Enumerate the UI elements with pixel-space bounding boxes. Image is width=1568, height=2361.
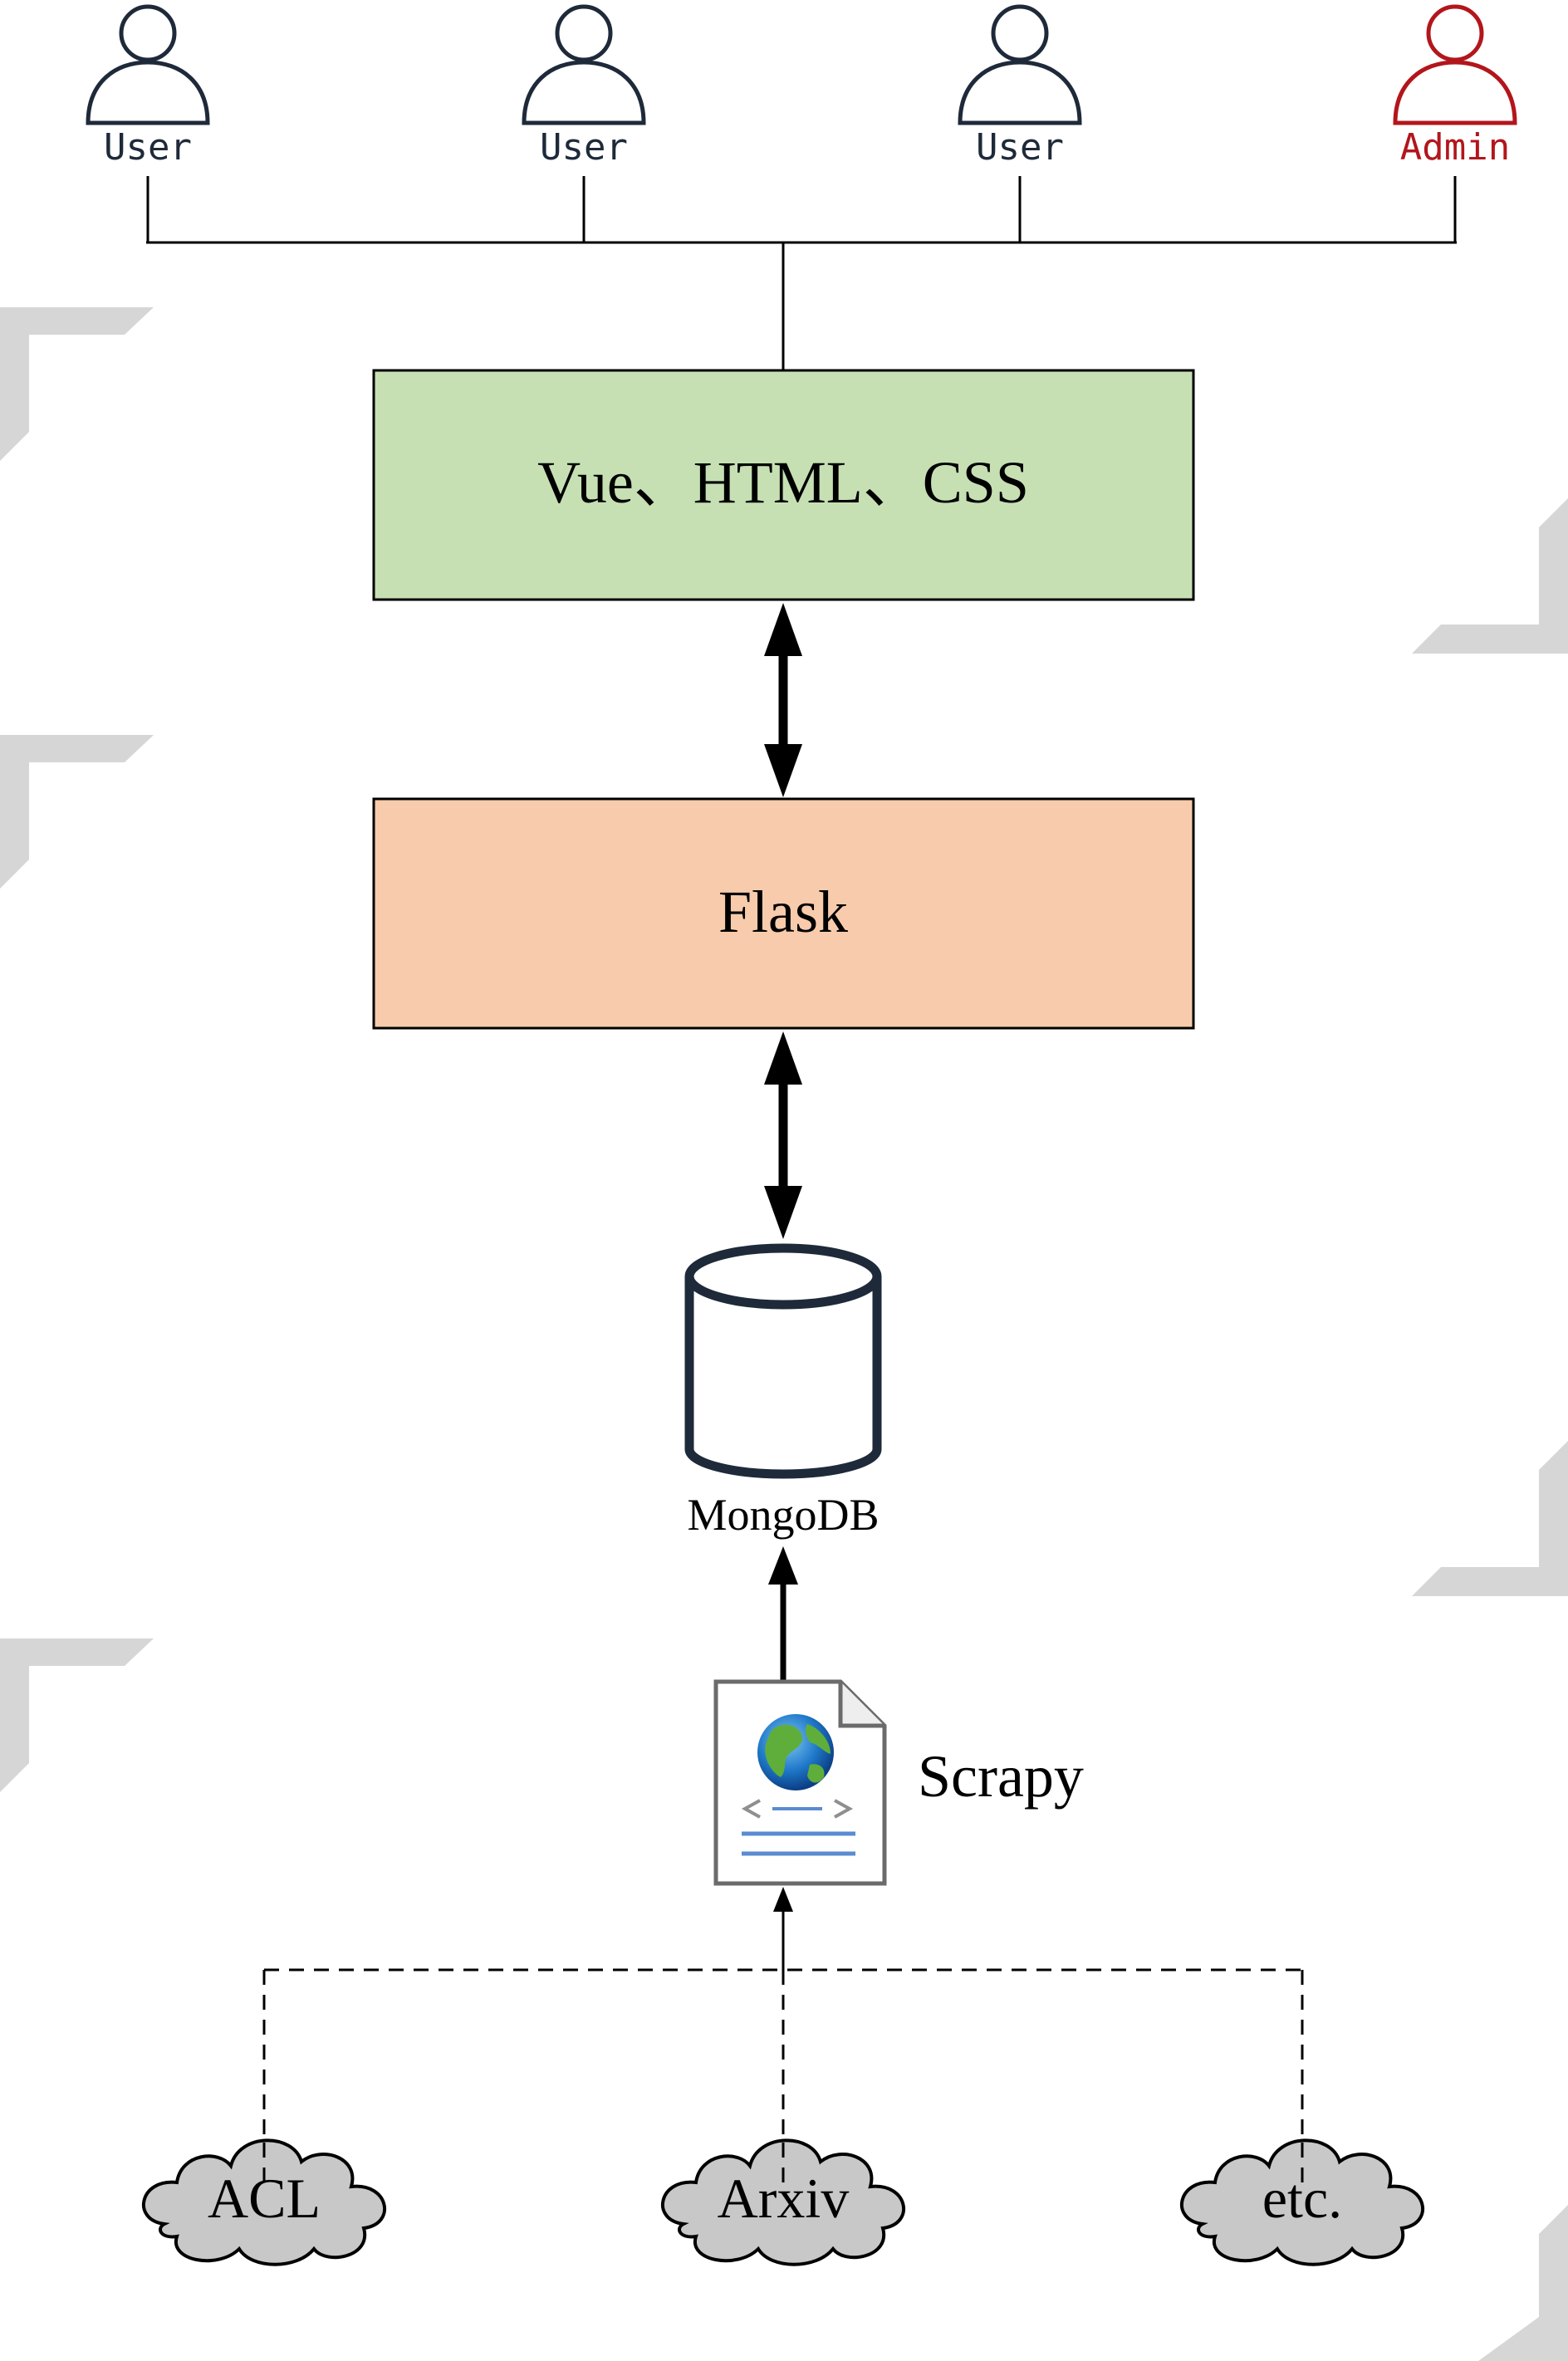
actor-label: User: [540, 126, 628, 169]
actor-label: Admin: [1400, 126, 1510, 169]
corner-mark-top-left-2: [0, 735, 154, 889]
crawler-label: Scrapy: [918, 1743, 1084, 1810]
actor-user-2: User: [522, 4, 646, 169]
source-connectors: [262, 1968, 1304, 2159]
globe-icon: [757, 1714, 834, 1790]
frontend-box: Vue、HTML、CSS: [372, 369, 1195, 601]
actor-label: User: [976, 126, 1064, 169]
actor-label: User: [104, 126, 192, 169]
user-icon: [522, 4, 646, 125]
database-label: MongoDB: [687, 1490, 879, 1540]
actor-connectors: [146, 176, 1457, 370]
frontend-label: Vue、HTML、CSS: [537, 449, 1029, 516]
corner-mark-right-1: [1412, 498, 1568, 654]
corner-mark-bottom-left: [0, 1638, 154, 1792]
cloud-icon: [660, 2138, 906, 2266]
corner-mark-right-3: [1478, 2205, 1568, 2361]
cloud-icon: [141, 2138, 387, 2266]
code-icon: [741, 1799, 854, 1819]
user-icon: [86, 4, 210, 125]
admin-icon: [1393, 4, 1517, 125]
backend-label: Flask: [718, 879, 848, 945]
actor-user-3: User: [958, 4, 1082, 169]
user-icon: [958, 4, 1082, 125]
database-icon: [684, 1243, 882, 1479]
backend-box: Flask: [372, 797, 1195, 1030]
crawler-document-icon: [713, 1679, 887, 1886]
corner-mark-right-2: [1412, 1441, 1568, 1596]
actor-user-1: User: [86, 4, 210, 169]
source-etc: etc.: [1179, 2138, 1425, 2266]
arrow-sources-crawler: [773, 1887, 793, 1970]
source-acl: ACL: [141, 2138, 387, 2266]
corner-mark-top-left-1: [0, 307, 154, 461]
actor-admin: Admin: [1393, 4, 1517, 169]
cloud-icon: [1179, 2138, 1425, 2266]
arrow-backend-database: [764, 1031, 802, 1239]
arrow-crawler-database: [768, 1546, 798, 1682]
arrow-frontend-backend: [764, 603, 802, 797]
source-connector-overlays: [262, 2143, 1304, 2192]
corner-marks: [0, 307, 1568, 2361]
source-arxiv: Arxiv: [660, 2138, 906, 2266]
